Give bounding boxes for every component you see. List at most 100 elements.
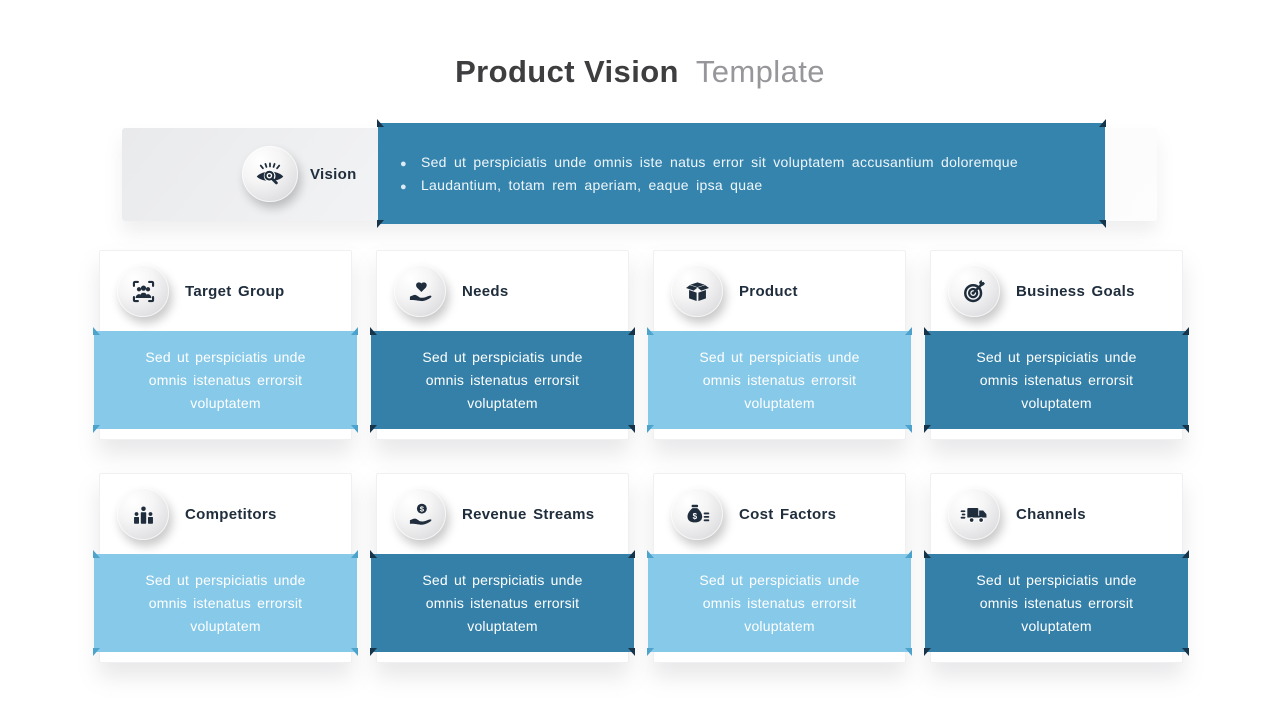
ribbon-fold-icon [351,327,358,335]
ribbon-fold-icon [924,327,931,335]
ribbon-fold-icon [924,550,931,558]
card-body-band: Sed ut perspiciatis unde omnis istenatus… [370,327,635,433]
card-revenue-streams: $ Revenue Streams Sed ut perspiciatis un… [370,473,635,663]
vision-icon [256,162,284,185]
ribbon-fold-icon [628,425,635,433]
ribbon-fold-icon [93,425,100,433]
ribbon-fold-icon [370,327,377,335]
cost-factors-icon: $ [687,504,710,523]
card-icon-circle [671,265,723,317]
card-icon-circle: $ [671,488,723,540]
needs-icon [409,281,431,301]
card-product: Product Sed ut perspiciatis unde omnis i… [647,250,912,440]
card-needs: Needs Sed ut perspiciatis unde omnis ist… [370,250,635,440]
card-body-band: Sed ut perspiciatis unde omnis istenatus… [924,327,1189,433]
card-body-text: Sed ut perspiciatis unde omnis istenatus… [422,348,583,411]
bullet-icon: ● [400,181,407,193]
card-header: $ Cost Factors [654,474,905,554]
ribbon-fold-icon [628,648,635,656]
card-body-band: Sed ut perspiciatis unde omnis istenatus… [370,550,635,656]
vision-bullet-1-text: Sed ut perspiciatis unde omnis iste natu… [420,154,1018,170]
card-icon-circle [117,265,169,317]
ribbon-fold-icon [351,550,358,558]
card-title: Product [739,282,798,300]
ribbon-fold-icon [1182,425,1189,433]
ribbon-fold-icon [628,327,635,335]
channels-icon [960,507,987,523]
card-header: Target Group [100,251,351,331]
bullet-icon: ● [400,158,407,170]
svg-text:$: $ [693,512,698,521]
ribbon-fold-icon [905,648,912,656]
card-body-band: Sed ut perspiciatis unde omnis istenatus… [647,327,912,433]
card-icon-circle [394,265,446,317]
card-title: Channels [1016,505,1086,523]
card-body-text: Sed ut perspiciatis unde omnis istenatus… [422,571,583,634]
card-header: Needs [377,251,628,331]
page-title-secondary: Template [695,54,825,89]
card-body-text: Sed ut perspiciatis unde omnis istenatus… [976,571,1137,634]
ribbon-fold-icon [93,648,100,656]
ribbon-fold-icon [370,550,377,558]
card-title: Competitors [185,505,277,523]
ribbon-fold-icon [351,425,358,433]
ribbon-fold-icon [370,648,377,656]
card-body-band: Sed ut perspiciatis unde omnis istenatus… [647,550,912,656]
vision-bullet-2-text: Laudantium, totam rem aperiam, eaque ips… [420,177,763,193]
ribbon-fold-icon [1182,327,1189,335]
card-title: Needs [462,282,509,300]
ribbon-fold-icon [93,327,100,335]
card-body-text: Sed ut perspiciatis unde omnis istenatus… [976,348,1137,411]
ribbon-fold-icon [1099,220,1106,228]
vision-bullet-2: ● Laudantium, totam rem aperiam, eaque i… [400,177,1105,193]
card-body-text: Sed ut perspiciatis unde omnis istenatus… [699,571,860,634]
ribbon-fold-icon [1099,119,1106,127]
ribbon-fold-icon [924,425,931,433]
ribbon-fold-icon [628,550,635,558]
ribbon-fold-icon [1182,550,1189,558]
card-body-band: Sed ut perspiciatis unde omnis istenatus… [924,550,1189,656]
card-icon-circle [117,488,169,540]
ribbon-fold-icon [924,648,931,656]
card-body-band: Sed ut perspiciatis unde omnis istenatus… [93,550,358,656]
card-competitors: Competitors Sed ut perspiciatis unde omn… [93,473,358,663]
ribbon-fold-icon [377,220,384,228]
target-group-icon [132,280,154,302]
ribbon-fold-icon [1182,648,1189,656]
vision-bullet-1: ● Sed ut perspiciatis unde omnis iste na… [400,154,1105,170]
card-title: Revenue Streams [462,505,595,523]
card-channels: Channels Sed ut perspiciatis unde omnis … [924,473,1189,663]
card-header: $ Revenue Streams [377,474,628,554]
ribbon-fold-icon [647,327,654,335]
revenue-streams-icon: $ [409,503,431,525]
ribbon-fold-icon [370,425,377,433]
vision-label: Vision [310,166,357,183]
ribbon-fold-icon [377,119,384,127]
card-icon-circle: $ [394,488,446,540]
ribbon-fold-icon [351,648,358,656]
ribbon-fold-icon [647,648,654,656]
card-title: Cost Factors [739,505,837,523]
card-header: Channels [931,474,1182,554]
page-title-primary: Product Vision [455,54,679,89]
card-header: Competitors [100,474,351,554]
ribbon-fold-icon [905,550,912,558]
card-header: Product [654,251,905,331]
card-title: Business Goals [1016,282,1135,300]
card-icon-circle [948,265,1000,317]
card-body-text: Sed ut perspiciatis unde omnis istenatus… [145,571,306,634]
card-body-text: Sed ut perspiciatis unde omnis istenatus… [699,348,860,411]
card-header: Business Goals [931,251,1182,331]
card-cost-factors: $ Cost Factors Sed ut perspiciatis unde … [647,473,912,663]
card-icon-circle [948,488,1000,540]
card-title: Target Group [185,282,285,300]
card-body-text: Sed ut perspiciatis unde omnis istenatus… [145,348,306,411]
ribbon-fold-icon [647,550,654,558]
card-business-goals: Business Goals Sed ut perspiciatis unde … [924,250,1189,440]
vision-banner: ● Sed ut perspiciatis unde omnis iste na… [377,119,1106,228]
card-target-group: Target Group Sed ut perspiciatis unde om… [93,250,358,440]
vision-icon-circle [242,146,298,202]
svg-text:$: $ [419,504,424,513]
business-goals-icon [963,279,985,302]
